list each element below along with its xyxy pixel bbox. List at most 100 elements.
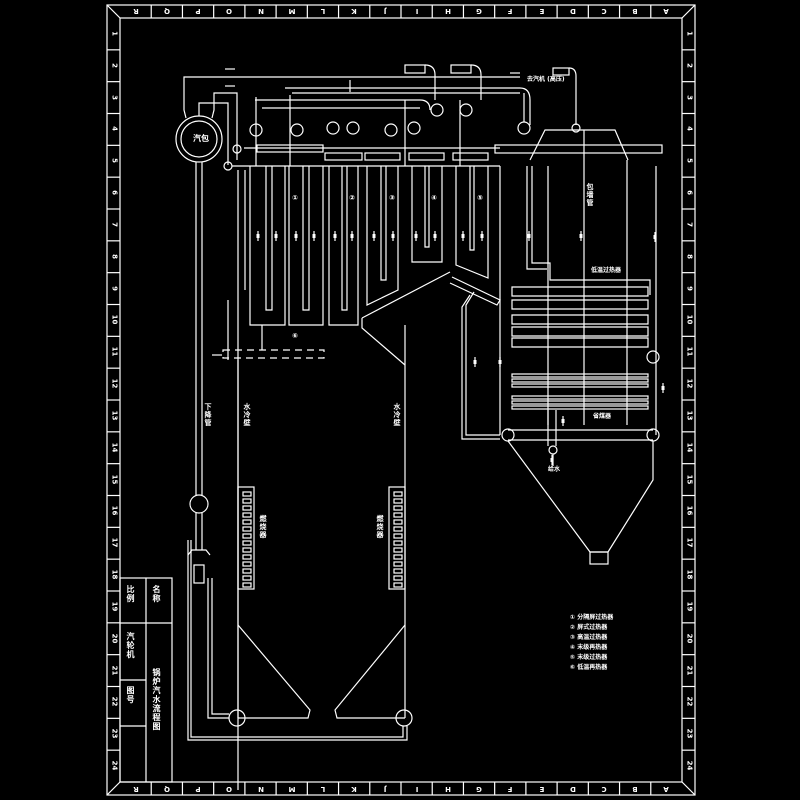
title-block bbox=[119, 577, 173, 783]
burner-nozzle bbox=[393, 491, 403, 497]
legend-num: ⑤ bbox=[570, 654, 576, 661]
burner-nozzle bbox=[242, 568, 252, 574]
row-number-right: 15 bbox=[685, 474, 693, 484]
row-number-left: 6 bbox=[110, 190, 118, 196]
column-letter-bottom: F bbox=[507, 785, 513, 793]
row-number-left: 24 bbox=[110, 760, 118, 771]
flow-arrow-head bbox=[372, 234, 376, 238]
burner-nozzle bbox=[393, 498, 403, 504]
burner-nozzle bbox=[393, 582, 403, 588]
row-number-left: 2 bbox=[110, 62, 118, 68]
burner-nozzle bbox=[242, 533, 252, 539]
flow-arrow-head bbox=[433, 234, 437, 238]
drawing-frame bbox=[106, 4, 696, 796]
row-number-left: 10 bbox=[110, 315, 118, 325]
column-letter-bottom: I bbox=[415, 785, 418, 793]
column-letter-bottom: K bbox=[351, 785, 357, 793]
burner-nozzle bbox=[393, 561, 403, 567]
row-number-left: 13 bbox=[110, 410, 118, 421]
legend-text: 屏式过热器 bbox=[577, 624, 608, 631]
coil-banks bbox=[511, 286, 660, 410]
legend-item: ④ 末级再热器 bbox=[570, 645, 613, 651]
column-letter-bottom: Q bbox=[163, 785, 170, 793]
legend-num: ① bbox=[570, 614, 576, 621]
flow-arrow-head bbox=[461, 234, 465, 238]
column-letter-top: I bbox=[415, 7, 418, 15]
wall-tube-label: 包墙管 bbox=[586, 183, 594, 207]
title-block-number: 图号 bbox=[126, 686, 135, 704]
row-number-right: 22 bbox=[685, 697, 693, 707]
row-number-right: 17 bbox=[685, 537, 693, 548]
flow-arrow-head bbox=[473, 360, 477, 364]
top-piping bbox=[232, 64, 581, 167]
row-number-right: 23 bbox=[685, 728, 693, 739]
legend-text: 末级过热器 bbox=[577, 654, 608, 661]
burner-nozzle bbox=[393, 575, 403, 581]
row-number-left: 5 bbox=[110, 158, 118, 164]
superheater-panels bbox=[222, 166, 489, 790]
row-number-right: 1 bbox=[685, 30, 693, 36]
legend-text: 末级再热器 bbox=[577, 644, 608, 651]
row-number-left: 14 bbox=[110, 442, 118, 453]
drum-label: 汽包 bbox=[193, 134, 209, 143]
burner-left-label: 燃烧器 bbox=[259, 515, 267, 539]
burner-nozzle bbox=[393, 568, 403, 574]
column-letter-bottom: A bbox=[663, 785, 670, 793]
panel-number-4: ④ bbox=[431, 194, 437, 202]
burner-nozzle bbox=[393, 512, 403, 518]
column-letter-top: F bbox=[507, 7, 513, 15]
drawing-title: 锅炉汽水流程图 bbox=[152, 668, 161, 731]
legend-text: 低温再热器 bbox=[577, 664, 608, 671]
row-number-left: 22 bbox=[110, 697, 118, 707]
row-number-right: 5 bbox=[685, 158, 693, 164]
panel-number-5: ⑤ bbox=[477, 194, 483, 202]
column-letter-top: H bbox=[444, 7, 451, 15]
low-temp-superheater-label: 低温过热器 bbox=[591, 267, 622, 274]
row-number-left: 15 bbox=[110, 474, 118, 484]
downcomer-label: 下降管 bbox=[204, 403, 212, 427]
furnace bbox=[187, 170, 451, 741]
row-number-right: 18 bbox=[685, 569, 693, 580]
row-number-right: 20 bbox=[685, 633, 693, 644]
panel-number-1: ① bbox=[292, 194, 298, 202]
legend-item: ② 屏式过热器 bbox=[570, 625, 613, 631]
column-letter-bottom: G bbox=[476, 785, 482, 793]
burner-nozzle bbox=[242, 575, 252, 581]
row-number-right: 24 bbox=[685, 760, 693, 771]
burner-nozzle bbox=[242, 519, 252, 525]
column-letter-top: A bbox=[663, 7, 670, 15]
column-letter-bottom: M bbox=[288, 785, 296, 793]
column-letter-bottom: H bbox=[444, 785, 451, 793]
flow-arrow-head bbox=[579, 234, 583, 238]
headers bbox=[256, 144, 663, 161]
row-number-right: 2 bbox=[685, 62, 693, 68]
column-letter-top: L bbox=[320, 7, 326, 15]
title-block-name: 名称 bbox=[152, 585, 161, 603]
row-number-left: 7 bbox=[110, 221, 118, 227]
panel-number-3: ③ bbox=[389, 194, 395, 202]
legend-item: ① 分隔屏过热器 bbox=[570, 615, 613, 621]
burner-nozzle bbox=[393, 533, 403, 539]
column-letter-top: P bbox=[195, 7, 201, 15]
row-number-right: 8 bbox=[685, 253, 693, 259]
column-letter-bottom: C bbox=[601, 785, 607, 793]
column-letter-top: C bbox=[601, 7, 607, 15]
flow-arrow-head bbox=[312, 234, 316, 238]
column-letter-top: M bbox=[288, 7, 296, 15]
column-letter-bottom: B bbox=[632, 785, 638, 793]
legend: ① 分隔屏过热器 ② 屏式过热器 ③ 高温过热器 ④ 末级再热器 ⑤ 末级过热器… bbox=[570, 615, 613, 675]
burner-nozzle bbox=[242, 561, 252, 567]
panel-number-6: ⑥ bbox=[292, 332, 298, 340]
row-number-right: 19 bbox=[685, 601, 693, 612]
panel-number-2: ② bbox=[349, 194, 355, 202]
row-number-left: 20 bbox=[110, 633, 118, 644]
flow-arrow-head bbox=[653, 235, 657, 239]
feedwater-label: 给水 bbox=[548, 466, 561, 473]
flow-arrow-head bbox=[498, 360, 502, 364]
burner-nozzle bbox=[393, 554, 403, 560]
row-number-left: 12 bbox=[110, 378, 118, 389]
economizer-label: 省煤器 bbox=[593, 413, 612, 420]
burner-nozzle bbox=[393, 540, 403, 546]
flow-arrow-head bbox=[561, 419, 565, 423]
